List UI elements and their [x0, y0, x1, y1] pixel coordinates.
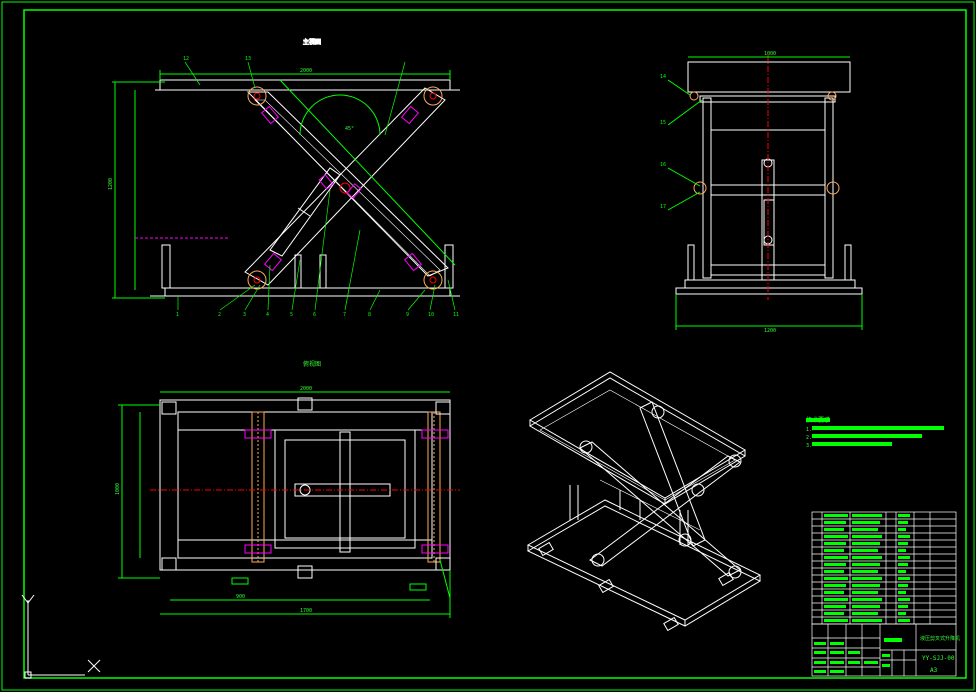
title-block-fill: [814, 638, 902, 673]
bom-cell: [898, 514, 910, 517]
bom-cell: [898, 528, 906, 531]
bom-cell: [824, 514, 848, 517]
balloon-side-17: 17: [660, 204, 666, 210]
balloon-front-top-12: 12: [183, 56, 189, 62]
bom-cell: [852, 570, 878, 573]
bom-cell: [898, 584, 908, 587]
front-height-dim: 1200: [108, 178, 114, 190]
balloon-front-bottom-10: 10: [428, 312, 434, 318]
bom-cell: [898, 556, 910, 559]
balloon-front-top-13: 13: [245, 56, 251, 62]
bom-cell: [852, 535, 882, 538]
bom-cell: [898, 542, 908, 545]
bom-cell: [824, 591, 844, 594]
title-block: [811, 623, 957, 677]
balloon-front-bottom-5: 5: [290, 312, 293, 318]
bom-cell: [852, 528, 878, 531]
bom-cell: [898, 535, 910, 538]
top-view: 俯视图: [115, 360, 460, 618]
front-balloons-bottom: 1 2 3 4 5 6 7 8 9 10 11: [176, 312, 459, 318]
tech-item-1: 1.: [806, 427, 812, 433]
bom-cell: [824, 577, 848, 580]
bom-cell: [852, 577, 882, 580]
bom-cell: [824, 535, 848, 538]
balloon-side-16: 16: [660, 162, 666, 168]
balloon-front-bottom-6: 6: [313, 312, 316, 318]
balloon-front-bottom-7: 7: [343, 312, 346, 318]
bom-table: [811, 511, 957, 625]
bom-cell: [898, 612, 906, 615]
front-balloons-top: 12 13: [183, 56, 251, 62]
bom-cell: [898, 549, 906, 552]
balloon-front-bottom-2: 2: [218, 312, 221, 318]
tech-requirements: 技术要求 1. 2. 3.: [806, 416, 944, 449]
bom-cell: [824, 612, 844, 615]
side-base-dim: 1200: [764, 328, 776, 334]
bom-cell: [852, 556, 882, 559]
top-inner-dim: 900: [236, 594, 245, 600]
balloon-front-bottom-8: 8: [368, 312, 371, 318]
bom-cell: [898, 598, 910, 601]
bom-cell: [852, 612, 878, 615]
drawing-number: YY-SJJ-00: [922, 655, 955, 662]
drawing-title: 液压剪叉式升降机: [920, 635, 960, 642]
bom-cell: [898, 563, 908, 566]
bom-cell: [852, 514, 882, 517]
balloon-front-bottom-9: 9: [406, 312, 409, 318]
bom-fill: [824, 514, 910, 622]
top-width-dim: 2000: [300, 386, 312, 392]
balloon-front-bottom-11: 11: [453, 312, 459, 318]
front-width-dim: 2000: [300, 68, 312, 74]
bom-cell: [898, 577, 910, 580]
bom-cell: [824, 563, 846, 566]
bom-cell: [852, 542, 880, 545]
bom-cell: [824, 542, 846, 545]
bom-cell: [824, 584, 846, 587]
bom-cell: [852, 521, 880, 524]
bom-cell: [898, 521, 908, 524]
bom-cell: [898, 619, 910, 622]
bom-cell: [824, 619, 848, 622]
balloon-front-bottom-4: 4: [266, 312, 269, 318]
top-height-dim: 1000: [115, 483, 121, 495]
bom-cell: [852, 549, 878, 552]
side-balloons: 14 15 16 17: [660, 74, 666, 210]
bom-cell: [824, 556, 848, 559]
bom-cell: [824, 549, 844, 552]
tech-item-2: 2.: [806, 435, 812, 441]
bom-cell: [852, 619, 882, 622]
balloon-front-bottom-1: 1: [176, 312, 179, 318]
ucs-icon: [21, 594, 101, 679]
bom-cell: [852, 591, 878, 594]
bom-cell: [898, 570, 906, 573]
bom-cell: [824, 598, 848, 601]
bom-cell: [852, 605, 880, 608]
inner-border: [23, 9, 967, 679]
front-angle: 45°: [345, 126, 354, 132]
bom-cell: [852, 598, 882, 601]
side-width-dim: 1000: [764, 51, 776, 57]
balloon-front-bottom-3: 3: [243, 312, 246, 318]
balloon-side-14: 14: [660, 74, 666, 80]
sheet-size: A3: [930, 667, 938, 674]
bom-cell: [898, 591, 906, 594]
bom-cell: [852, 584, 880, 587]
front-view: 主视图 45°: [108, 38, 460, 311]
front-view-label: 主视图: [303, 38, 321, 46]
balloon-side-15: 15: [660, 120, 666, 126]
top-bottom-dim: 1700: [300, 608, 312, 614]
top-view-label: 俯视图: [303, 360, 321, 368]
tech-item-3: 3.: [806, 443, 812, 449]
bom-cell: [824, 570, 844, 573]
bom-cell: [852, 563, 880, 566]
side-view: 1000 1200: [667, 51, 863, 334]
bom-cell: [824, 521, 846, 524]
isometric-view: [526, 371, 762, 632]
bom-cell: [898, 605, 908, 608]
bom-cell: [824, 528, 844, 531]
bom-cell: [824, 605, 846, 608]
